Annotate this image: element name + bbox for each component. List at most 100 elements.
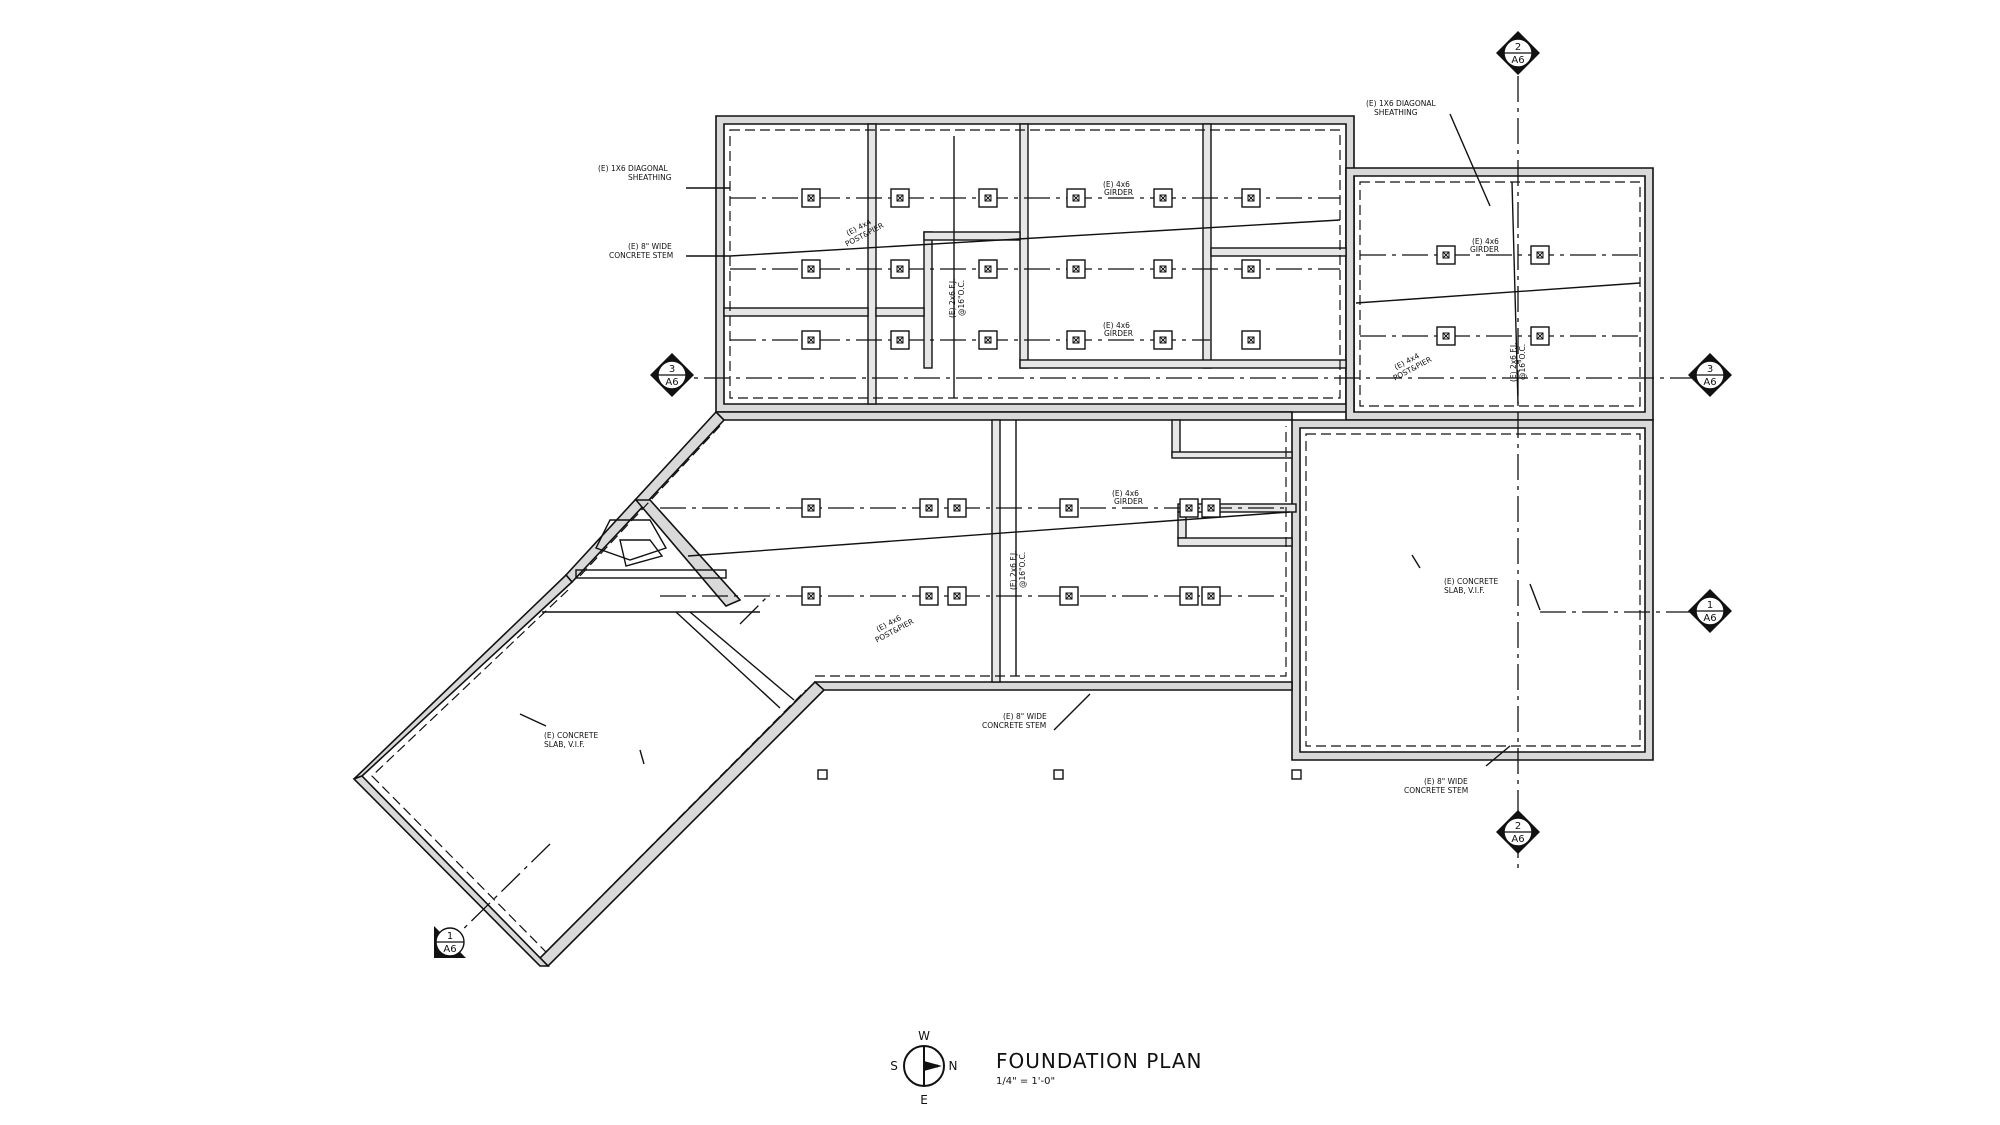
section-tag-3-left[interactable]: 3 A6 <box>650 353 694 397</box>
pier-cross <box>807 194 815 202</box>
title-block: W E S N FOUNDATION PLAN 1/4" = 1'-0" <box>890 1029 1201 1107</box>
section-tag-1-left[interactable]: 1 A6 <box>434 926 466 958</box>
note-girder-a: (E) 4x6 <box>1103 180 1130 189</box>
pier-cross <box>896 194 904 202</box>
note-girder-b: (E) 4x6 <box>1103 321 1130 330</box>
partition-3 <box>1202 123 1212 369</box>
pier-inner <box>1247 336 1255 344</box>
pier-cross <box>1207 504 1215 512</box>
tag-number: 1 <box>1707 600 1713 611</box>
pier-inner <box>1442 251 1450 259</box>
section-tag-1-right[interactable]: 1 A6 <box>1688 589 1732 633</box>
concrete-stem-walls <box>352 115 1654 968</box>
pier-inner <box>807 194 815 202</box>
pier-cross <box>896 336 904 344</box>
pier-loose-1 <box>817 769 828 780</box>
pier-inner <box>1159 336 1167 344</box>
pier-group <box>801 188 1550 606</box>
pier-inner <box>953 504 961 512</box>
section-tag-2-top[interactable]: 2 A6 <box>1496 31 1540 75</box>
partition-2 <box>1019 123 1029 369</box>
note-girder-c-2: GIRDER <box>1470 245 1499 254</box>
pier-cross <box>1065 504 1073 512</box>
pier-cross <box>1159 194 1167 202</box>
pier-cross <box>984 194 992 202</box>
note-slab-left-2: SLAB, V.I.F. <box>544 740 585 749</box>
pier-cross <box>1536 251 1544 259</box>
pier-inner <box>1247 265 1255 273</box>
pier-cross <box>807 592 815 600</box>
pier-cross <box>1536 332 1544 340</box>
section-tag-3-right[interactable]: 3 A6 <box>1688 353 1732 397</box>
partition-8 <box>1210 247 1347 257</box>
pier-inner <box>984 336 992 344</box>
note-joist-c: (E) 2x6 F.J. <box>1009 551 1018 590</box>
tag-sheet: A6 <box>1703 613 1716 624</box>
note-diag-sheathing-right-2: SHEATHING <box>1374 108 1418 117</box>
garage-stem-sw <box>352 775 550 967</box>
note-diag-sheathing-left-2: SHEATHING <box>628 173 672 182</box>
pier-inner <box>896 336 904 344</box>
pier-inner <box>1207 504 1215 512</box>
tag-number: 3 <box>669 364 675 375</box>
note-slab-right: (E) CONCRETE <box>1444 577 1498 586</box>
note-stem-right-2: CONCRETE STEM <box>1404 786 1468 795</box>
pier-cross <box>807 336 815 344</box>
pier-inner <box>1159 265 1167 273</box>
tag-sheet: A6 <box>1511 55 1524 66</box>
partition-5 <box>923 231 933 369</box>
section-tag-2-bottom[interactable]: 2 A6 <box>1496 810 1540 854</box>
tag-sheet: A6 <box>1703 377 1716 388</box>
section-tags: 2 A6 2 A6 3 A6 3 A6 1 <box>434 31 1732 958</box>
pier-inner <box>1065 592 1073 600</box>
tag-sheet: A6 <box>665 377 678 388</box>
partition-7 <box>1019 359 1347 369</box>
note-joist-b: (E) 2x6 F.J. <box>1509 343 1518 382</box>
pier-cross <box>1185 592 1193 600</box>
pier-inner <box>896 265 904 273</box>
partition-1 <box>867 123 877 405</box>
pier-cross <box>1072 336 1080 344</box>
garage-stem <box>353 573 574 780</box>
note-girder-c: (E) 4x6 <box>1472 237 1499 246</box>
note-joist-b-2: @16"O.C. <box>1518 344 1527 380</box>
compass-west: W <box>918 1029 930 1043</box>
partition-15 <box>1177 537 1293 547</box>
pier-inner <box>953 592 961 600</box>
pier-inner <box>896 194 904 202</box>
note-girder-d: (E) 4x6 <box>1112 489 1139 498</box>
pier-cross <box>1247 265 1255 273</box>
note-stem-right: (E) 8" WIDE <box>1424 777 1468 786</box>
pier-inner <box>1072 336 1080 344</box>
pier-inner <box>1185 592 1193 600</box>
tag-number: 2 <box>1515 821 1521 832</box>
tag-number: 1 <box>447 931 453 942</box>
pier-cross <box>1442 332 1450 340</box>
pier-cross <box>953 592 961 600</box>
partition-12 <box>1171 451 1293 459</box>
tag-sheet: A6 <box>1511 834 1524 845</box>
pier-inner <box>1065 504 1073 512</box>
pier-inner <box>984 265 992 273</box>
pier-inner <box>1159 194 1167 202</box>
tag-number: 3 <box>1707 364 1713 375</box>
pier-inner <box>807 265 815 273</box>
north-arrow-icon: W E S N <box>890 1029 957 1107</box>
pier-cross <box>896 265 904 273</box>
pier-cross <box>1159 336 1167 344</box>
note-diag-sheathing-right: (E) 1X6 DIAGONAL <box>1366 99 1436 108</box>
partition-9 <box>875 307 925 317</box>
diagonal-wall-east <box>538 680 826 968</box>
pier-cross <box>953 504 961 512</box>
pier-cross <box>925 504 933 512</box>
note-girder-a-2: GIRDER <box>1104 188 1133 197</box>
note-stem-left: (E) 8" WIDE <box>628 242 672 251</box>
pier-cross <box>1247 194 1255 202</box>
partition-10 <box>991 419 1001 683</box>
pier-inner <box>1247 194 1255 202</box>
pier-cross <box>984 265 992 273</box>
pier-cross <box>1159 265 1167 273</box>
note-stem-left-2: CONCRETE STEM <box>609 251 673 260</box>
leader-lines <box>519 113 1541 767</box>
southeast-block-stem <box>1291 419 1654 761</box>
